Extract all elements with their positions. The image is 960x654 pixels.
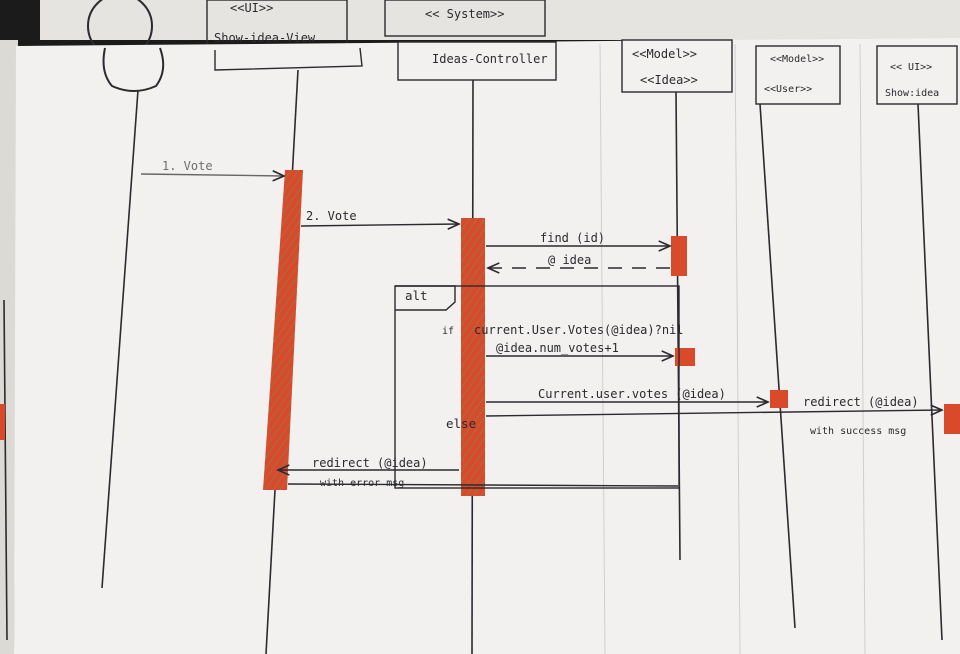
header-ui-stereotype: << UI>> <box>890 62 932 73</box>
msg-label-redirect-success: redirect (@idea) <box>803 395 919 409</box>
msg-label-1-vote: 1. Vote <box>162 159 213 173</box>
header-user-stereotype: <<Model>> <box>770 54 824 65</box>
header-controller-name: Ideas-Controller <box>432 52 548 66</box>
header-idea-name: <<Idea>> <box>640 73 698 87</box>
header-idea-stereotype: <<Model>> <box>632 47 697 61</box>
msg-label-increment: @idea.num_votes+1 <box>496 341 619 355</box>
alt-else-label: else <box>446 416 476 431</box>
header-user-name: <<User>> <box>764 84 812 95</box>
back-box-ui-name: Show-idea-View <box>214 31 316 45</box>
msg-label-success-msg: with success msg <box>810 426 906 437</box>
back-box-ui-stereotype: <<UI>> <box>230 1 273 15</box>
activation-idea-increment <box>675 348 695 366</box>
back-box-system-stereotype: << System>> <box>425 7 504 21</box>
msg-label-return-idea: @ idea <box>548 253 591 267</box>
activation-user <box>770 390 788 408</box>
activation-controller <box>461 218 485 496</box>
activation-ui <box>944 404 960 434</box>
msg-label-find: find (id) <box>540 231 605 245</box>
header-ui-name: Show:idea <box>885 88 939 99</box>
msg-label-error-msg: with error msg <box>320 478 404 489</box>
msg-label-user-votes: Current.user.votes (@idea) <box>538 387 726 401</box>
paper-sheet <box>14 38 960 654</box>
msg-label-redirect-error: redirect (@idea) <box>312 456 428 470</box>
msg-label-2-vote: 2. Vote <box>306 209 357 223</box>
alt-operator: alt <box>405 288 428 303</box>
alt-guard-prefix: if <box>442 326 454 337</box>
activation-idea-find <box>671 236 687 276</box>
msg-label-guard: current.User.Votes(@idea)?nil <box>474 323 684 337</box>
